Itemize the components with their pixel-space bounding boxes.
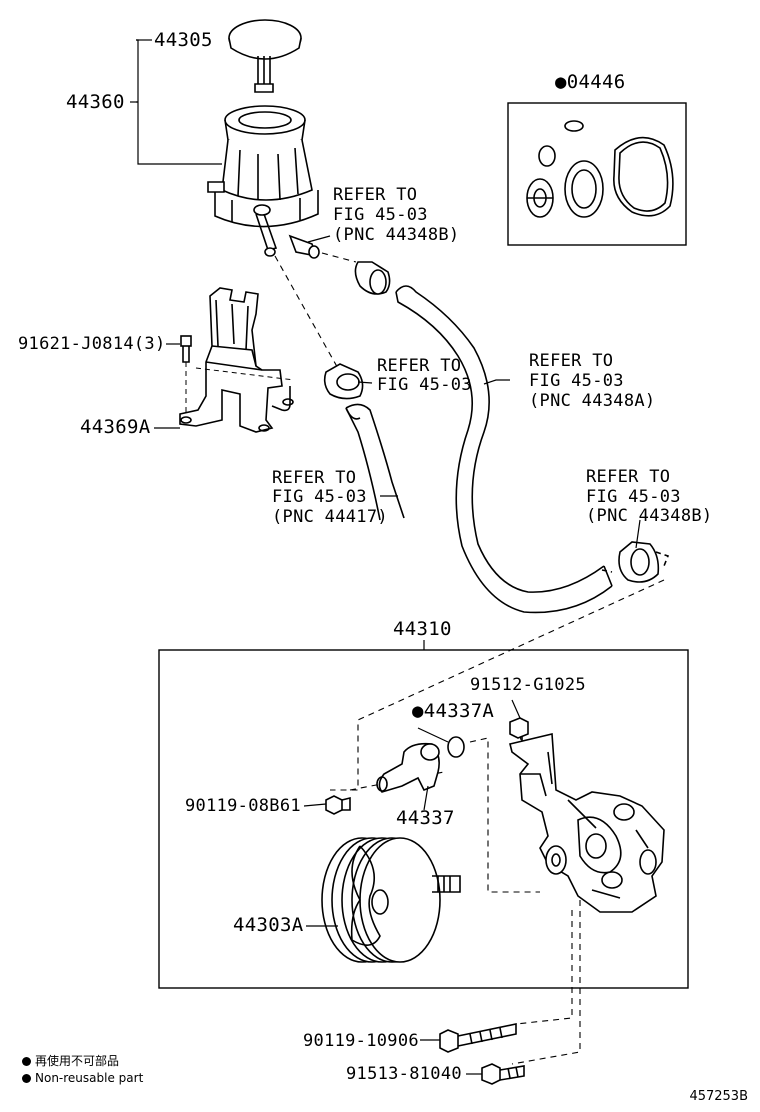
refer-label-3-line3: (PNC 44348A) (529, 391, 656, 411)
hose-44417 (345, 403, 405, 521)
clamp-upper (321, 252, 391, 295)
part-label-91513: 91513-81040 (346, 1064, 462, 1084)
refer-label-3-line2: FIG 45-03 (529, 371, 624, 391)
clamp-middle (323, 363, 364, 400)
legend-english: Non-reusable part (22, 1070, 143, 1086)
bracket-44369A (179, 287, 295, 433)
reservoir (207, 105, 320, 259)
part-label-44310: 44310 (393, 618, 452, 640)
bolt-91513 (481, 1063, 525, 1085)
bolt-90119-08B61 (325, 795, 351, 815)
legend-japanese: 再使用不可部品 (22, 1053, 119, 1069)
bolt-91512 (509, 717, 529, 742)
refer-label-1-line2: FIG 45-03 (333, 205, 428, 225)
part-label-91512: 91512-G1025 (470, 675, 586, 695)
diagram-code: 457253B (689, 1089, 748, 1104)
part-label-44337A: ●44337A (412, 700, 495, 722)
leader-lines (130, 39, 641, 1075)
refer-label-4-line1: REFER TO (272, 468, 357, 488)
part-label-90119-10906: 90119-10906 (303, 1031, 419, 1051)
refer-label-4-line3: (PNC 44417) (272, 507, 388, 527)
part-label-44360: 44360 (66, 91, 125, 113)
refer-label-5-line1: REFER TO (586, 467, 671, 487)
bracket-bolt (180, 335, 192, 420)
seal-kit-box (507, 102, 687, 246)
refer-label-2-line1: REFER TO (377, 356, 462, 376)
part-label-90119-08B61: 90119-08B61 (185, 796, 301, 816)
bullet-icon (22, 1057, 31, 1066)
refer-label-2-line2: FIG 45-03 (377, 375, 472, 395)
pulley-44303A (321, 837, 461, 963)
refer-label-3-line1: REFER TO (529, 351, 614, 371)
clamp-right (601, 541, 670, 583)
refer-label-1-line3: (PNC 44348B) (333, 225, 460, 245)
union-44337 (376, 736, 465, 793)
part-label-44337: 44337 (396, 807, 455, 829)
pump-body (509, 733, 665, 913)
part-label-44305: 44305 (154, 29, 213, 51)
bullet-icon (22, 1074, 31, 1083)
reservoir-cap (228, 19, 302, 93)
refer-label-5-line2: FIG 45-03 (586, 487, 681, 507)
part-label-44369A: 44369A (80, 416, 151, 438)
part-label-04446: ●04446 (555, 71, 626, 93)
legend-jp-text: 再使用不可部品 (35, 1054, 120, 1068)
legend-en-text: Non-reusable part (35, 1071, 144, 1085)
refer-label-5-line3: (PNC 44348B) (586, 506, 713, 526)
refer-label-1-line1: REFER TO (333, 185, 418, 205)
bolt-90119-10906 (439, 1023, 517, 1053)
part-label-91621: 91621-J0814(3) (18, 334, 166, 354)
part-label-44303A: 44303A (233, 914, 304, 936)
hose-44348A (395, 285, 613, 614)
refer-label-4-line2: FIG 45-03 (272, 487, 367, 507)
